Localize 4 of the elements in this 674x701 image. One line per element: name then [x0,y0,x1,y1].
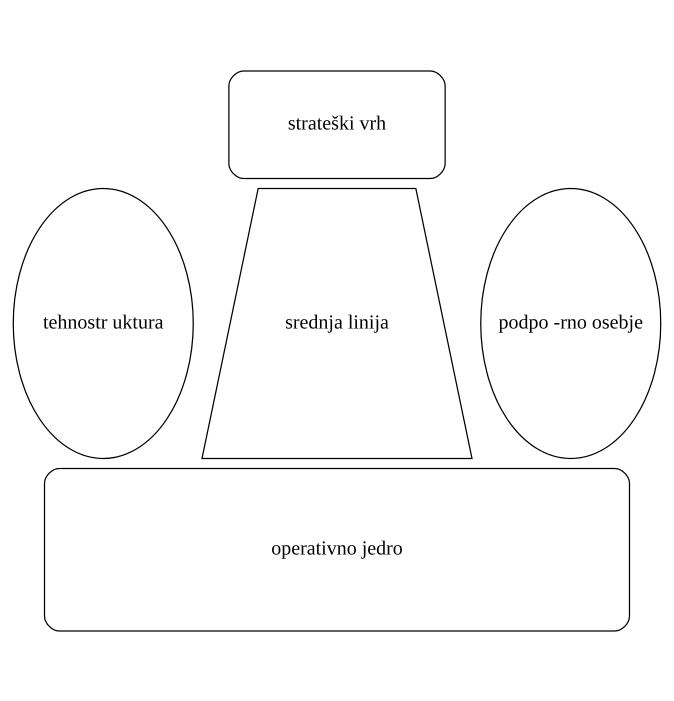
node-ellipse: podpo -rno osebje [480,187,662,459]
node-ellipse: tehnostr uktura [12,187,194,459]
node-box: strateški vrh [228,70,446,179]
node-box: operativno jedro [44,467,630,632]
